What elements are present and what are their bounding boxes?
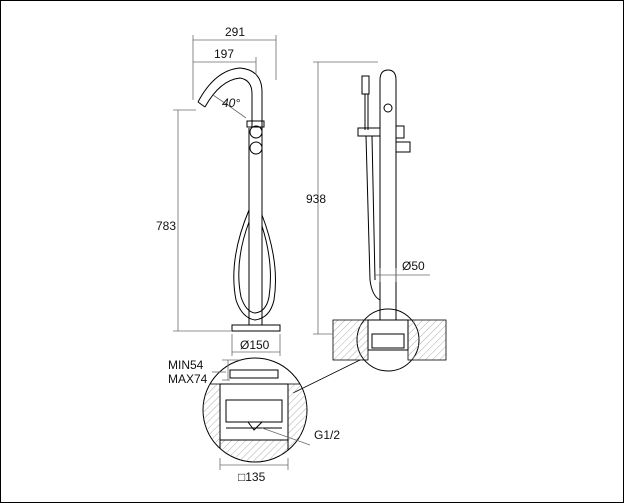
- hose-loop-inner: [238, 221, 271, 314]
- diverter-body: [395, 125, 405, 139]
- detail-box-inner: [225, 399, 283, 423]
- front-view: [197, 67, 281, 332]
- side-install-box: [367, 319, 409, 351]
- handshower-head: [361, 75, 370, 95]
- label-thread: G1/2: [314, 428, 340, 442]
- collar: [246, 120, 265, 128]
- side-hose: [365, 135, 381, 301]
- detail-dimensions: [212, 359, 311, 470]
- label-angle: 40°: [222, 96, 240, 110]
- label-install-max: MAX74: [168, 372, 208, 386]
- side-dimensions: [313, 61, 430, 335]
- base-plate: [231, 324, 281, 332]
- side-column-top: [379, 69, 397, 81]
- label-height-spout: 783: [156, 219, 176, 233]
- label-pipe-diameter: Ø50: [402, 259, 425, 273]
- label-base-diameter: Ø150: [240, 338, 270, 352]
- upper-knob: [249, 125, 263, 139]
- detail-leader: [292, 359, 361, 394]
- label-width-total: 291: [225, 25, 245, 39]
- detail-top-plate: [229, 369, 279, 379]
- label-width-spout: 197: [214, 47, 234, 61]
- label-height-total: 938: [306, 192, 326, 206]
- detail-fitting: [247, 421, 263, 431]
- spout-curve: [197, 67, 263, 128]
- holder-bracket: [357, 127, 381, 137]
- label-install-min: MIN54: [168, 358, 204, 372]
- front-dimensions: [173, 35, 281, 356]
- spout-curve-inner: [204, 77, 253, 128]
- lower-knob: [249, 141, 263, 155]
- diverter-knob: [395, 141, 411, 153]
- hose-loop-outer: [233, 209, 276, 321]
- floor-hatch-left: [332, 319, 369, 361]
- side-outlet: [383, 103, 393, 113]
- floor-hatch-right: [407, 319, 447, 361]
- detail-view: [202, 357, 308, 463]
- label-box-size: □135: [238, 470, 266, 484]
- detail-box-outer: [219, 383, 289, 441]
